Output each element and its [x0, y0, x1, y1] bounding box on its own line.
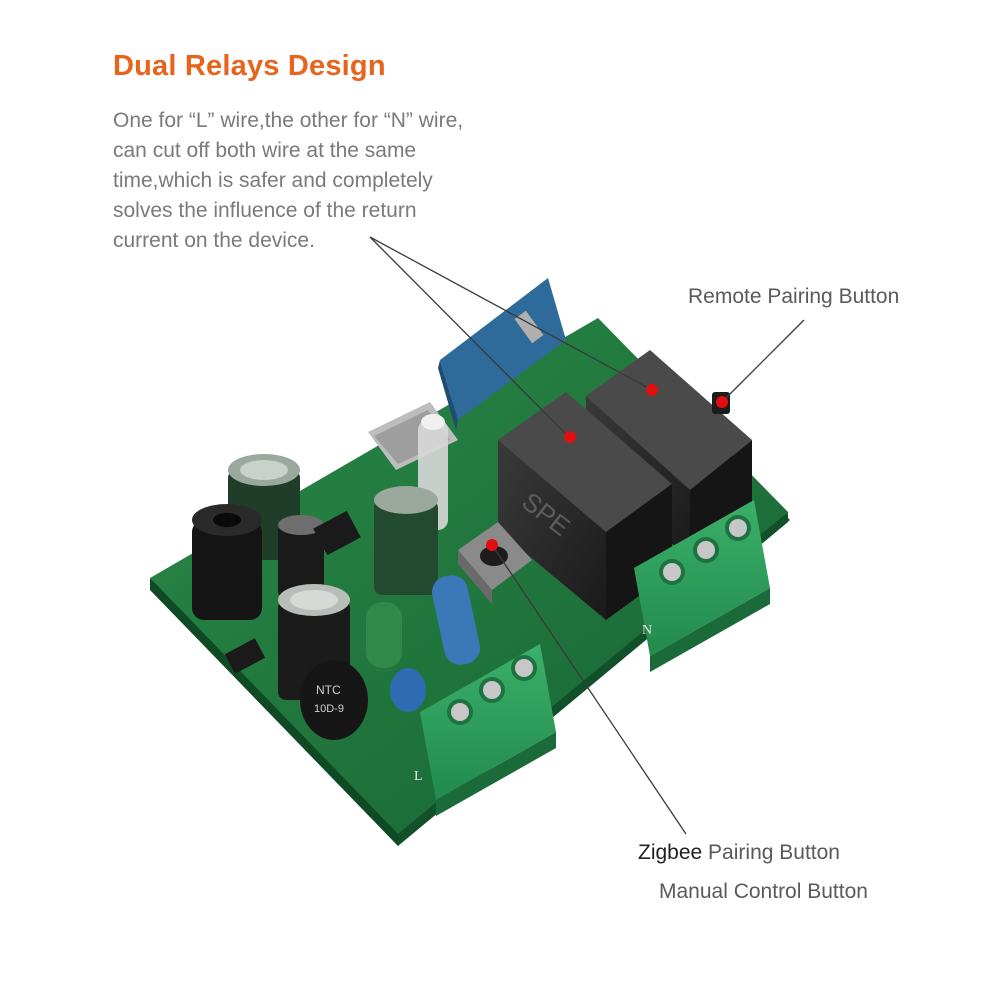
callout-line-relay-left: [369, 236, 569, 437]
callout-zigbee-pairing: Zigbee Pairing Button: [638, 841, 840, 865]
smd-chip: [313, 510, 361, 556]
description-line: One for “L” wire,the other for “N” wire,: [113, 109, 464, 132]
terminal-block-right: N: [634, 500, 770, 672]
relay-left: SPE: [498, 392, 672, 620]
capacitor: [374, 486, 438, 595]
callout-line-zigbee: [491, 544, 687, 835]
description-line: current on the device.: [113, 229, 315, 252]
ntc-thermistor: NTC 10D-9: [300, 660, 368, 740]
smd-chip: [224, 638, 266, 674]
description-line: solves the influence of the return: [113, 199, 417, 222]
ntc-label: NTC: [316, 683, 341, 697]
callout-manual-control: Manual Control Button: [659, 880, 868, 903]
description-line: time,which is safer and completely: [113, 169, 433, 192]
description-block: One for “L” wire,the other for “N” wire,…: [113, 106, 583, 256]
callout-line-relay-right: [369, 236, 653, 391]
ntc-rating: 10D-9: [314, 703, 344, 715]
callout-remote-pairing: Remote Pairing Button: [688, 285, 900, 308]
capacitor: [278, 515, 324, 597]
callout-line-remote: [721, 319, 805, 403]
resistor: [432, 575, 480, 665]
inductor-green: [366, 602, 402, 668]
marker-zigbee: [486, 539, 498, 551]
inductor: [192, 504, 262, 620]
marker-relay-left: [564, 431, 576, 443]
terminal-block-left: L: [414, 644, 556, 816]
red-markers: [486, 384, 728, 551]
zigbee-brand-text: Zigbee: [638, 841, 703, 864]
tactile-push-button: [458, 522, 532, 604]
zigbee-callout-rest: Pairing Button: [702, 841, 840, 864]
description-line: can cut off both wire at the same: [113, 139, 417, 162]
terminal-label-l: L: [414, 769, 423, 784]
heading-title: Dual Relays Design: [113, 50, 386, 82]
terminal-label-n: N: [642, 623, 652, 638]
ceramic-capacitor: [390, 668, 426, 712]
callout-lines: [369, 236, 805, 835]
marker-relay-right: [646, 384, 658, 396]
marker-remote: [716, 396, 728, 408]
